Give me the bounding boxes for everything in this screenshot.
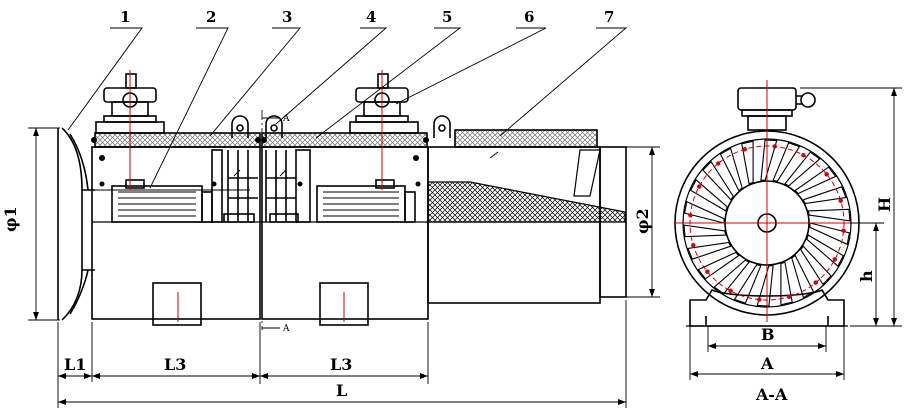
dim-L3-left: L3 <box>164 355 186 374</box>
impeller-blades <box>683 139 851 307</box>
section-mark-bottom: A <box>282 324 290 334</box>
motor-1 <box>111 149 223 223</box>
impeller-blade <box>806 234 845 267</box>
end-dimension-arrows <box>690 88 897 377</box>
bolt-hole <box>757 297 762 302</box>
bolt-hole <box>691 243 696 248</box>
callout-4: 4 <box>366 8 376 26</box>
impeller-blade <box>683 200 725 224</box>
casing-stage-1 <box>91 146 261 320</box>
impeller-blade <box>689 179 728 212</box>
callout-leaders <box>67 27 628 189</box>
end-bolt-holes <box>688 144 846 302</box>
impeller-blade <box>713 259 750 295</box>
impeller-blade <box>683 224 727 238</box>
impeller-blade <box>760 139 778 182</box>
bolt-hole <box>688 213 693 218</box>
callout-2: 2 <box>206 8 216 26</box>
bolt-hole <box>705 269 710 274</box>
bolt-hole <box>787 294 792 299</box>
dim-H: H <box>875 197 894 212</box>
diffuser-cone <box>427 181 626 223</box>
end-junction-box <box>737 87 816 131</box>
bolts <box>91 137 429 187</box>
section-title: A-A <box>755 385 788 404</box>
side-view-centerlines <box>129 70 383 330</box>
motor-2 <box>295 149 416 223</box>
bolt-hole <box>838 198 843 203</box>
bolt-hole <box>841 228 846 233</box>
impeller-blade <box>702 160 734 201</box>
impeller-blade <box>756 264 774 307</box>
impeller-block <box>223 150 299 223</box>
impeller-blade <box>807 208 851 222</box>
bolt-hole <box>697 184 702 189</box>
bolt-hole <box>824 172 829 177</box>
dim-L3-right: L3 <box>330 355 352 374</box>
end-base <box>689 288 845 327</box>
foot-pad-1 <box>152 282 202 326</box>
dim-phi2: φ2 <box>633 208 652 234</box>
end-view-dimension-lines <box>689 87 902 380</box>
callout-7: 7 <box>604 8 614 26</box>
foot-pad-2 <box>319 282 369 326</box>
side-view <box>57 73 627 326</box>
impeller-blade <box>741 140 754 185</box>
bolt-hole <box>728 288 733 293</box>
junction-box-2 <box>349 73 419 134</box>
bolt-hole <box>742 147 747 152</box>
impeller-blade <box>687 241 732 260</box>
casing-stage-2 <box>261 146 429 320</box>
end-view-centerlines <box>674 80 862 322</box>
impeller-blade <box>719 147 743 192</box>
dim-L1: L1 <box>64 355 86 374</box>
bolt-hole <box>813 280 818 285</box>
impeller-blade <box>697 251 740 280</box>
section-marks <box>262 117 280 329</box>
dim-phi1: φ1 <box>1 206 20 232</box>
callout-1: 1 <box>120 8 130 26</box>
dim-L: L <box>336 381 347 400</box>
impeller-blade <box>791 254 815 299</box>
callout-3: 3 <box>282 8 292 26</box>
callout-6: 6 <box>524 8 534 26</box>
callout-numbers: 1 2 3 4 5 6 7 <box>120 8 614 26</box>
impeller-blade <box>802 186 847 205</box>
side-view-dimension-lines <box>28 127 660 408</box>
impeller-blade <box>733 264 762 304</box>
impeller-blade <box>794 166 837 195</box>
casing-diffuser <box>427 146 601 304</box>
bolt-hole <box>832 257 837 262</box>
dimension-arrows <box>33 128 655 405</box>
impeller-blade <box>772 142 801 182</box>
bolt-hole <box>801 153 806 158</box>
lifting-lugs <box>231 115 451 138</box>
callout-5: 5 <box>442 8 452 26</box>
inlet-bell <box>57 127 95 321</box>
impeller-blade <box>780 261 793 306</box>
bolt-hole <box>716 161 721 166</box>
impeller-blade <box>784 151 821 187</box>
dim-B: B <box>761 325 775 344</box>
dim-h: h <box>857 270 876 282</box>
bolt-hole <box>772 144 777 149</box>
impeller-blade <box>809 222 851 246</box>
section-mark-top: A <box>282 114 290 124</box>
dim-A: A <box>760 354 774 373</box>
impeller-blade <box>800 245 832 286</box>
